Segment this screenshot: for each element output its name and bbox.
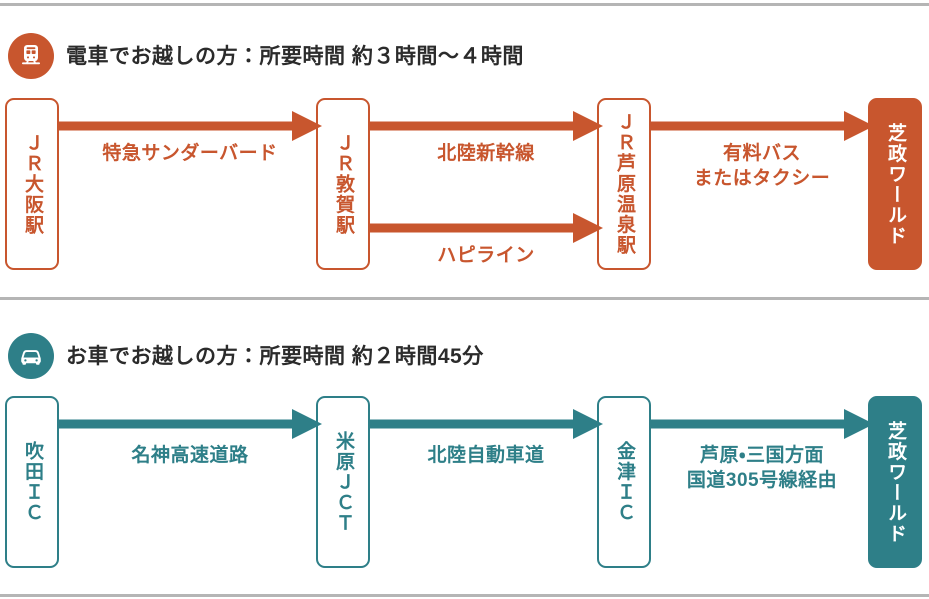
section-title-train: 電車でお越しの方：所要時間 約３時間～４時間 bbox=[66, 44, 524, 68]
edge-label-maibara-to-kanazu: 北陸自動車道 bbox=[427, 445, 545, 466]
divider-top bbox=[0, 3, 929, 6]
section-header-train: 電車でお越しの方：所要時間 約３時間～４時間 bbox=[8, 33, 524, 79]
node-shibamasa-world-car[interactable]: 芝政ワールド bbox=[868, 396, 922, 568]
node-maibara-jct-label: 米原ＪＣＴ bbox=[333, 430, 355, 534]
arrow-awara-to-shibamasa bbox=[650, 111, 874, 141]
car-icon bbox=[8, 333, 54, 379]
divider-middle bbox=[0, 297, 929, 300]
node-kanazu-ic-label: 金津ＩＣ bbox=[614, 441, 636, 523]
node-kanazu-ic[interactable]: 金津ＩＣ bbox=[597, 396, 651, 568]
arrow-maibara-to-kanazu bbox=[369, 409, 603, 439]
node-suita-ic[interactable]: 吹田ＩＣ bbox=[5, 396, 59, 568]
node-maibara-jct[interactable]: 米原ＪＣＴ bbox=[316, 396, 370, 568]
arrow-tsuruga-to-awara-hapiline bbox=[369, 213, 603, 243]
edge-label-tsuruga-to-awara-hapiline: ハピライン bbox=[437, 245, 535, 266]
node-jr-tsuruga[interactable]: ＪＲ敦賀駅 bbox=[316, 98, 370, 270]
node-suita-ic-label: 吹田ＩＣ bbox=[22, 441, 44, 523]
edge-label-kanazu-to-shibamasa: 芦原・三国方面 国道305号線経由 bbox=[686, 445, 838, 492]
route-row-car: 吹田ＩＣ 米原ＪＣＴ 金津ＩＣ 芝政ワールド 名神高速道路 北陸自動車道 bbox=[0, 393, 929, 573]
edge-label-osaka-to-tsuruga: 特急サンダーバード bbox=[102, 143, 278, 164]
arrow-suita-to-maibara bbox=[58, 409, 322, 439]
node-jr-osaka-label: ＪＲ大阪駅 bbox=[22, 132, 44, 236]
arrow-kanazu-to-shibamasa bbox=[650, 409, 874, 439]
node-shibamasa-world-train[interactable]: 芝政ワールド bbox=[868, 98, 922, 270]
arrow-osaka-to-tsuruga bbox=[58, 111, 322, 141]
node-jr-tsuruga-label: ＪＲ敦賀駅 bbox=[333, 132, 355, 236]
node-shibamasa-world-car-label: 芝政ワールド bbox=[885, 420, 907, 544]
section-title-car: お車でお越しの方：所要時間 約２時間45分 bbox=[66, 344, 484, 368]
arrow-tsuruga-to-awara-shinkansen bbox=[369, 111, 603, 141]
node-jr-osaka[interactable]: ＪＲ大阪駅 bbox=[5, 98, 59, 270]
node-jr-awara-onsen[interactable]: ＪＲ芦原温泉駅 bbox=[597, 98, 651, 270]
edge-label-awara-to-shibamasa: 有料バス またはタクシー bbox=[693, 143, 831, 190]
section-header-car: お車でお越しの方：所要時間 約２時間45分 bbox=[8, 333, 484, 379]
train-icon bbox=[8, 33, 54, 79]
node-jr-awara-onsen-label: ＪＲ芦原温泉駅 bbox=[614, 112, 636, 256]
node-shibamasa-world-train-label: 芝政ワールド bbox=[885, 122, 907, 246]
route-row-train: ＪＲ大阪駅 ＪＲ敦賀駅 ＪＲ芦原温泉駅 芝政ワールド 特急サンダーバード 北陸新… bbox=[0, 95, 929, 275]
divider-bottom bbox=[0, 594, 929, 597]
edge-label-suita-to-maibara: 名神高速道路 bbox=[131, 445, 249, 466]
edge-label-tsuruga-to-awara-shinkansen: 北陸新幹線 bbox=[437, 143, 535, 164]
